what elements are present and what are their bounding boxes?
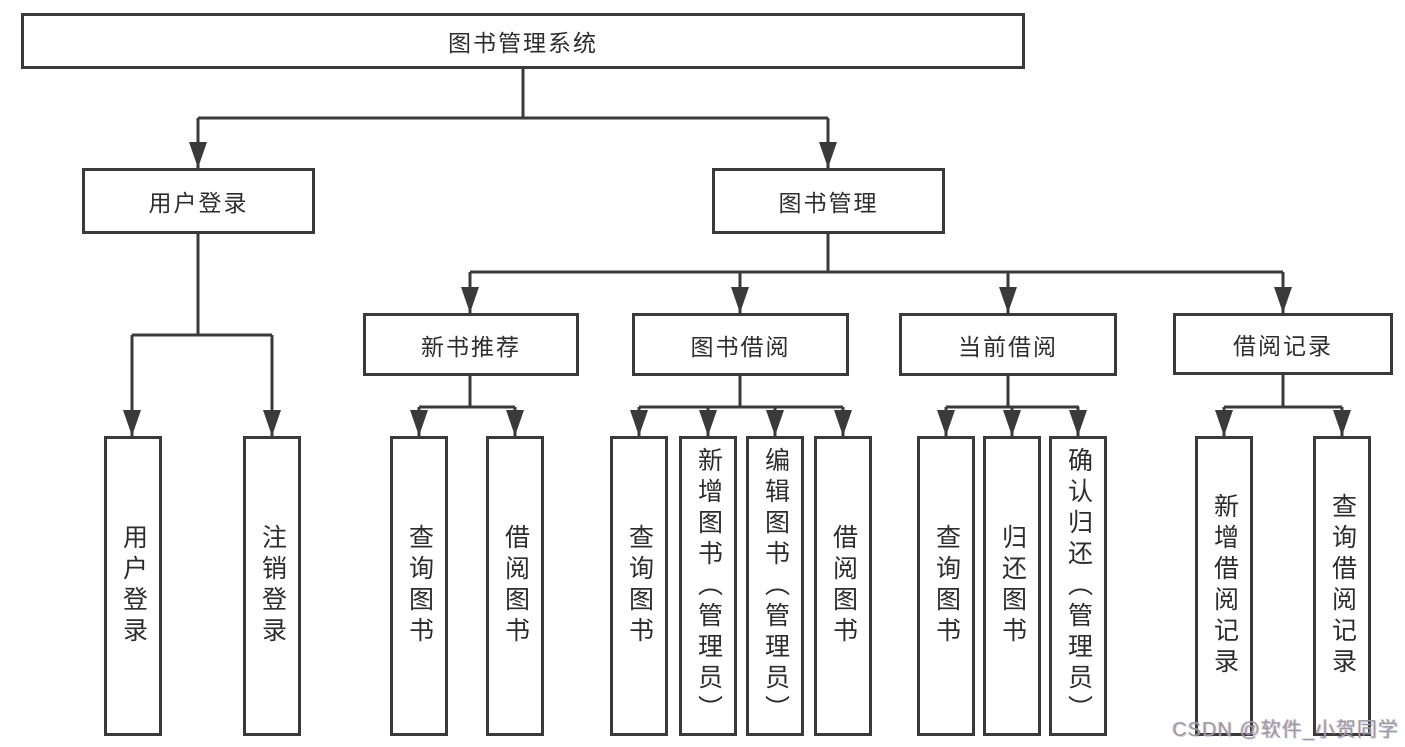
leaf-label: 用户登录 — [119, 524, 148, 648]
leaf-logout: 注销登录 — [243, 436, 301, 736]
leaf-user-login: 用户登录 — [104, 436, 162, 736]
leaf-label: 查询图书 — [932, 524, 961, 648]
leaf-label: 归还图书 — [998, 524, 1027, 648]
node-label: 图书借阅 — [690, 333, 791, 360]
node-label: 新书推荐 — [421, 333, 521, 360]
leaf-label: 新增借阅记录 — [1210, 493, 1239, 679]
node-label: 借阅记录 — [1233, 333, 1333, 359]
node-label: 图书管理系统 — [448, 30, 598, 56]
leaf-label: 注销登录 — [258, 524, 287, 648]
node-label: 用户登录 — [148, 190, 249, 216]
leaf-return-books: 归还图书 — [983, 436, 1041, 736]
node-user-login-branch: 用户登录 — [82, 168, 315, 234]
arrowheads — [123, 142, 1351, 436]
leaf-query-books-current: 查询图书 — [917, 436, 975, 736]
leaf-label: 新增图书（管理员） — [694, 446, 723, 726]
leaf-borrow-books: 借阅图书 — [814, 436, 872, 736]
leaf-add-borrow-record: 新增借阅记录 — [1195, 436, 1253, 736]
leaf-label: 借阅图书 — [829, 524, 858, 648]
leaf-query-borrow-record: 查询借阅记录 — [1313, 436, 1371, 736]
leaf-label: 查询图书 — [405, 524, 434, 648]
node-current-borrowing: 当前借阅 — [899, 313, 1117, 376]
leaf-confirm-return-admin: 确认归还（管理员） — [1049, 436, 1107, 736]
leaf-add-books-admin: 新增图书（管理员） — [679, 436, 737, 736]
node-label: 图书管理 — [778, 190, 879, 216]
leaf-label: 借阅图书 — [501, 524, 530, 648]
node-new-book-recommendation: 新书推荐 — [363, 313, 579, 376]
connector-paths — [130, 68, 1344, 436]
leaf-edit-books-admin: 编辑图书（管理员） — [746, 436, 804, 736]
leaf-label: 查询图书 — [625, 524, 654, 648]
leaf-query-books-recommend: 查询图书 — [390, 436, 448, 736]
node-book-management-branch: 图书管理 — [712, 168, 945, 234]
leaf-borrow-books-recommend: 借阅图书 — [486, 436, 544, 736]
csdn-watermark: CSDN @软件_小贺同学 — [1172, 719, 1399, 741]
leaf-query-books-borrowing: 查询图书 — [610, 436, 668, 736]
node-library-management-system: 图书管理系统 — [21, 13, 1025, 69]
node-borrowing-records: 借阅记录 — [1173, 313, 1393, 375]
leaf-label: 编辑图书（管理员） — [761, 446, 790, 726]
node-book-borrowing: 图书借阅 — [632, 313, 849, 376]
leaf-label: 查询借阅记录 — [1328, 493, 1357, 679]
node-label: 当前借阅 — [958, 333, 1058, 360]
leaf-label: 确认归还（管理员） — [1064, 446, 1093, 726]
